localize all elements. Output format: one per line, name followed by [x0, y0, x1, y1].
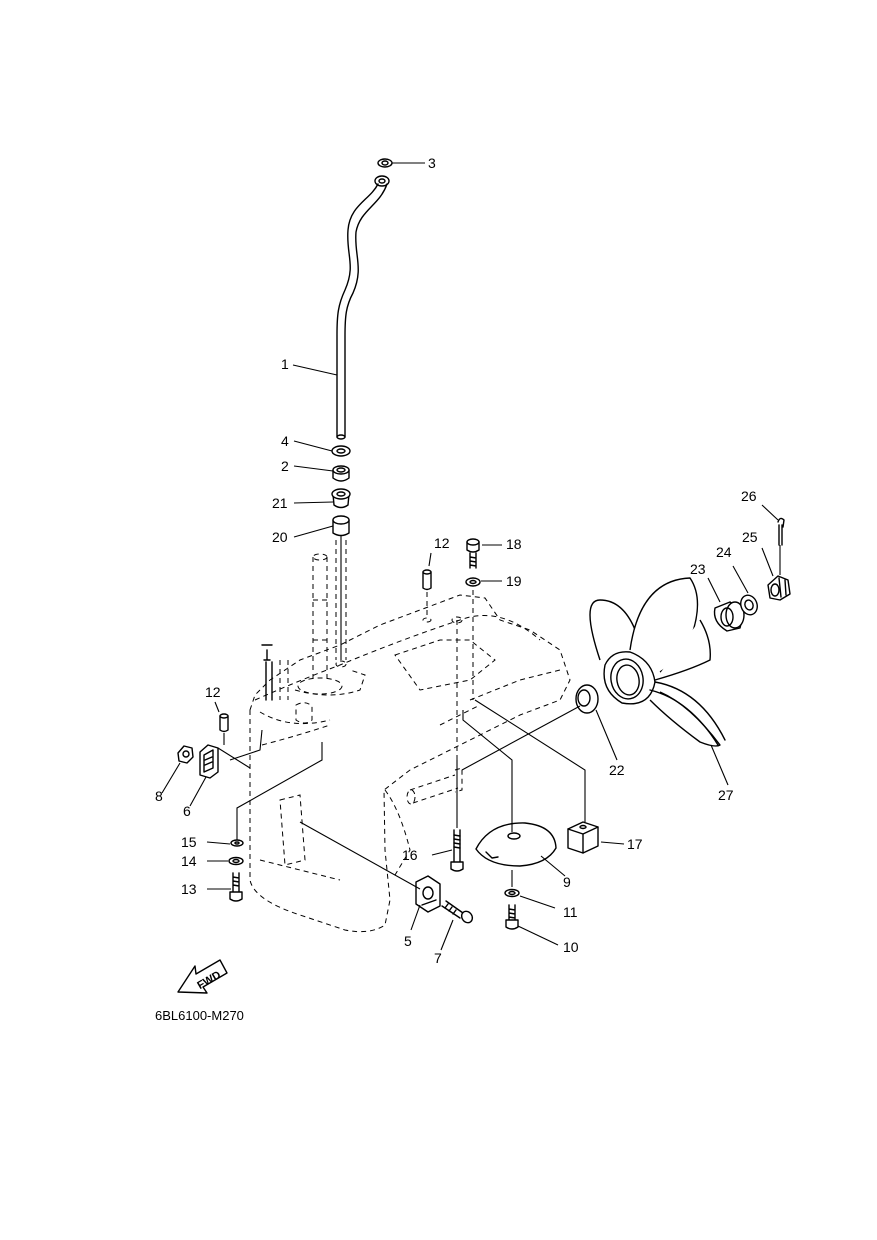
bolt-13 — [229, 872, 243, 902]
callout-16: 16 — [402, 847, 418, 863]
washer-24 — [740, 594, 758, 616]
bolt-18 — [466, 538, 480, 569]
propeller-27 — [589, 577, 726, 747]
callout-20: 20 — [272, 529, 288, 545]
grommet-seal-parts — [331, 445, 351, 537]
callout-10: 10 — [563, 939, 579, 955]
callout-5: 5 — [404, 933, 412, 949]
cotter-pin-26 — [777, 517, 785, 546]
callout-24: 24 — [716, 544, 732, 560]
washer-19 — [451, 577, 481, 760]
bolt-7 — [441, 900, 474, 924]
callout-26: 26 — [741, 488, 757, 504]
callout-23: 23 — [690, 561, 706, 577]
callout-18: 18 — [506, 536, 522, 552]
callout-14: 14 — [181, 853, 197, 869]
callout-7: 7 — [434, 950, 442, 966]
callout-2: 2 — [281, 458, 289, 474]
callout-11: 11 — [563, 904, 578, 920]
nut-8 — [177, 745, 194, 764]
callout-1: 1 — [281, 356, 289, 372]
lower-casing — [249, 594, 571, 933]
thrust-washer-22 — [575, 684, 599, 714]
callout-25: 25 — [742, 529, 758, 545]
dowel-pin-left — [219, 713, 229, 745]
nut-25 — [767, 575, 791, 601]
trim-tab-5 — [415, 875, 441, 913]
callout-6: 6 — [183, 803, 191, 819]
callout-22: 22 — [609, 762, 625, 778]
callout-labels: 3 1 4 2 21 20 12 18 19 12 8 6 15 14 13 5… — [155, 155, 758, 966]
callout-13: 13 — [181, 881, 197, 897]
callout-8: 8 — [155, 788, 163, 804]
callout-12-left: 12 — [205, 684, 221, 700]
callout-19: 19 — [506, 573, 522, 589]
callout-9: 9 — [563, 874, 571, 890]
fwd-arrow-icon: FWD — [177, 959, 228, 994]
drive-shaft — [259, 540, 366, 725]
bolt-10 — [505, 904, 519, 930]
water-tube-part — [336, 158, 393, 440]
callout-15: 15 — [181, 834, 197, 850]
washer-14 — [228, 856, 244, 866]
anode-plate-9 — [475, 822, 557, 867]
diagram-code: 6BL6100-M270 — [155, 1008, 244, 1023]
callout-12-upper: 12 — [434, 535, 450, 551]
grommet-6 — [199, 744, 219, 779]
callout-27: 27 — [718, 787, 734, 803]
callout-21: 21 — [272, 495, 288, 511]
spacer-23 — [713, 601, 745, 632]
washer-11 — [504, 888, 520, 898]
washer-15 — [230, 839, 244, 847]
bolt-16 — [450, 829, 464, 872]
callout-17: 17 — [627, 836, 643, 852]
anode-block-17 — [567, 821, 599, 854]
callout-4: 4 — [281, 433, 289, 449]
leader-lines — [161, 162, 781, 951]
callout-3: 3 — [428, 155, 436, 171]
propeller-shaft — [406, 767, 463, 805]
dowel-pin-upper — [422, 569, 432, 623]
